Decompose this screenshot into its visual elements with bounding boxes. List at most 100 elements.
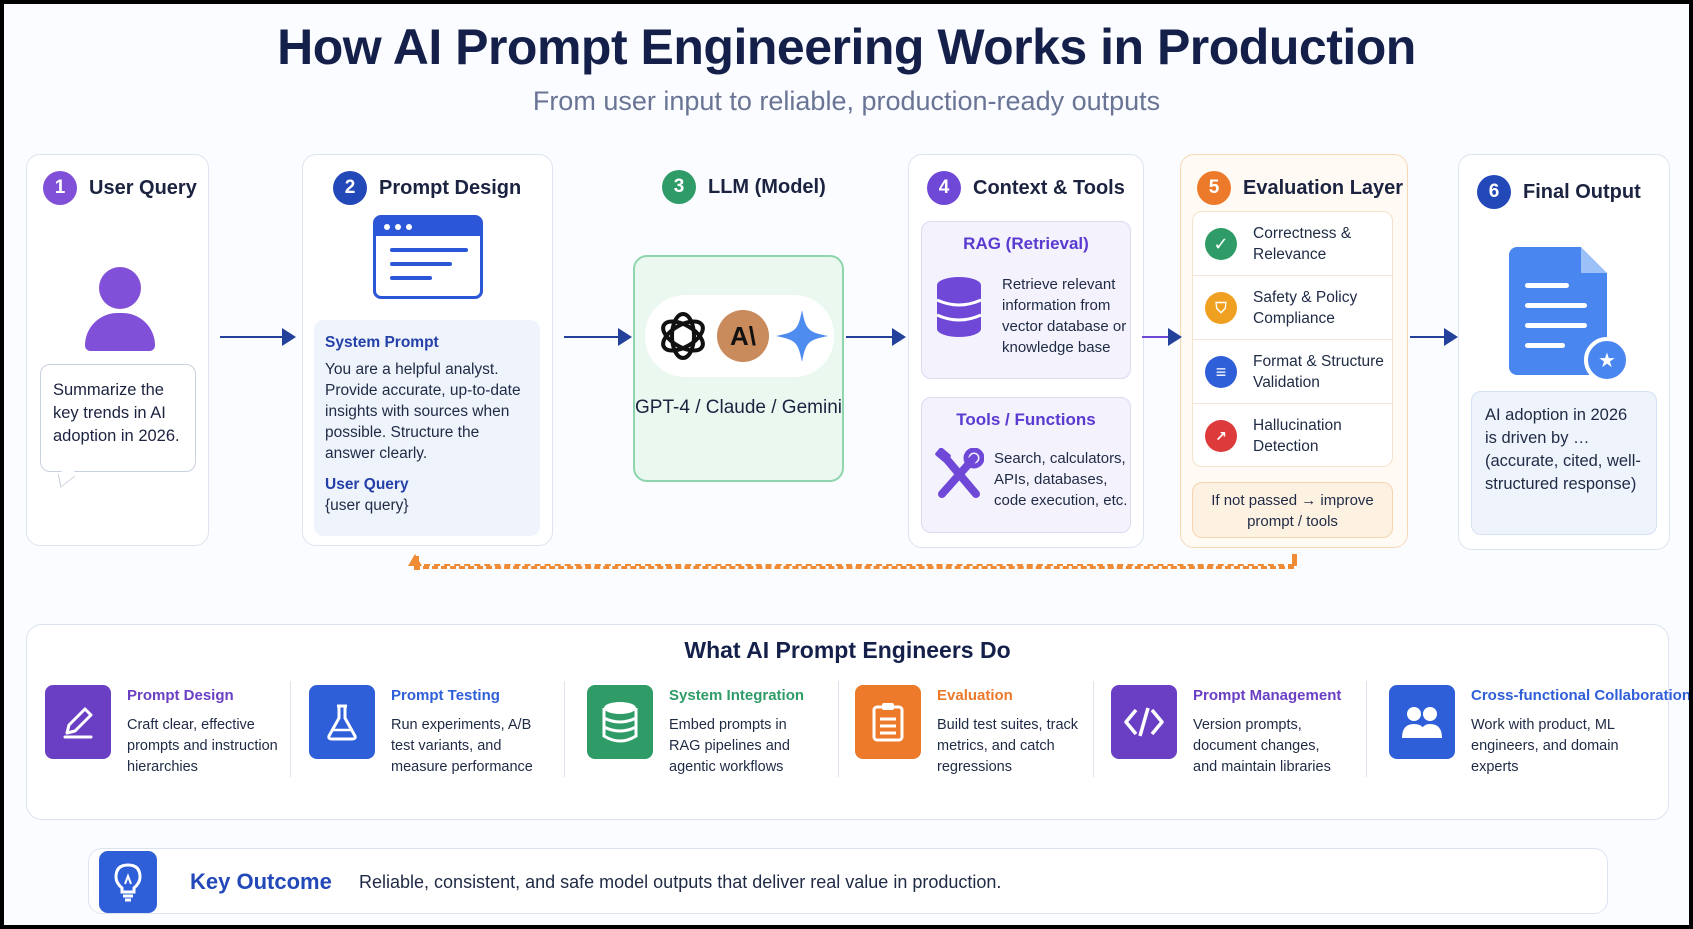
system-prompt-text: You are a helpful analyst. Provide accur…	[325, 361, 521, 462]
key-outcome-text: Reliable, consistent, and safe model out…	[359, 872, 1002, 892]
tools-description: Search, calculators, APIs, databases, co…	[994, 450, 1128, 509]
check-icon: ✓	[1205, 228, 1237, 260]
rag-description: Retrieve relevant information from vecto…	[1002, 276, 1127, 356]
database-icon	[587, 685, 653, 759]
step-title: Prompt Design	[379, 176, 522, 199]
role-description: Version prompts, document changes, and m…	[1193, 717, 1331, 775]
role-name: Cross-functional Collaboration	[1471, 687, 1689, 704]
role-prompt-management: Prompt Management Version prompts, docum…	[1111, 685, 1351, 795]
user-message-bubble: Summarize the key trends in AI adoption …	[40, 364, 196, 472]
step-title: Context & Tools	[973, 176, 1125, 199]
step-number-badge: 5	[1197, 171, 1231, 205]
star-badge-icon: ★	[1584, 337, 1630, 383]
evaluation-checks: ✓ Correctness & Relevance ⛉ Safety & Pol…	[1192, 211, 1393, 467]
system-prompt-panel: System Prompt You are a helpful analyst.…	[314, 320, 540, 536]
step-header: 1 User Query	[43, 171, 197, 205]
step-number-badge: 2	[333, 171, 367, 205]
browser-window-icon	[373, 215, 483, 299]
shield-icon: ⛉	[1205, 292, 1237, 324]
role-description: Craft clear, effective prompts and instr…	[127, 717, 278, 775]
role-name: Evaluation	[937, 687, 1013, 704]
anthropic-logo: A\	[717, 310, 769, 362]
step-final-output: 6 Final Output ★ AI adoption in 2026 is …	[1458, 154, 1670, 550]
eval-item-format: ≡ Format & Structure Validation	[1193, 340, 1392, 404]
role-description: Build test suites, track metrics, and ca…	[937, 717, 1079, 775]
key-outcome-banner: Key Outcome Reliable, consistent, and sa…	[88, 848, 1608, 914]
role-cross-functional-collaboration: Cross-functional Collaboration Work with…	[1389, 685, 1689, 795]
step-header: 2 Prompt Design	[333, 171, 521, 205]
step-title: Final Output	[1523, 180, 1641, 203]
step-evaluation-layer: 5 Evaluation Layer ✓ Correctness & Relev…	[1180, 154, 1408, 548]
rag-title: RAG (Retrieval)	[963, 234, 1089, 253]
eval-label: Safety & Policy Compliance	[1253, 289, 1358, 327]
role-name: Prompt Design	[127, 687, 234, 704]
page-title: How AI Prompt Engineering Works in Produ…	[277, 19, 1416, 75]
flow-arrow-5-6	[1410, 328, 1458, 346]
role-evaluation: Evaluation Build test suites, track metr…	[855, 685, 1095, 795]
role-description: Work with product, ML engineers, and dom…	[1471, 717, 1619, 775]
model-names: GPT-4 / Claude / Gemini	[635, 397, 842, 418]
database-icon	[936, 277, 982, 337]
step-user-query: 1 User Query Summarize the key trends in…	[26, 154, 209, 546]
step-number-badge: 6	[1477, 175, 1511, 209]
role-name: Prompt Testing	[391, 687, 500, 704]
eval-item-safety: ⛉ Safety & Policy Compliance	[1193, 276, 1392, 340]
flow-arrow-3-4	[846, 328, 906, 346]
key-outcome-label: Key Outcome	[190, 869, 332, 894]
fallback-note: If not passed → improve prompt / tools	[1192, 482, 1393, 538]
diagram-page: How AI Prompt Engineering Works in Produ…	[4, 4, 1689, 925]
pencil-icon	[45, 685, 111, 759]
step-number-badge: 4	[927, 171, 961, 205]
eval-item-hallucination: ↗ Hallucination Detection	[1193, 404, 1392, 468]
eval-item-correctness: ✓ Correctness & Relevance	[1193, 212, 1392, 276]
step-header: 4 Context & Tools	[927, 171, 1125, 205]
feedback-loop-line	[414, 564, 1294, 569]
step-context-tools: 4 Context & Tools RAG (Retrieval) Retrie…	[908, 154, 1144, 548]
list-icon: ≡	[1205, 356, 1237, 388]
openai-logo	[661, 312, 705, 360]
step-llm-model: A\ GPT-4 / Claude / Gemini	[633, 255, 844, 482]
step-header: 5 Evaluation Layer	[1197, 171, 1403, 205]
step-prompt-design: 2 Prompt Design System Prompt You are a …	[302, 154, 553, 546]
step-header: 6 Final Output	[1477, 175, 1641, 209]
users-icon	[1389, 685, 1455, 759]
chart-icon: ↗	[1205, 420, 1237, 452]
model-logos-svg: A\	[661, 310, 828, 362]
role-prompt-design: Prompt Design Craft clear, effective pro…	[45, 685, 285, 795]
system-prompt-label: System Prompt	[325, 334, 439, 351]
roles-panel: What AI Prompt Engineers Do Prompt Desig…	[26, 624, 1689, 820]
code-icon	[1111, 685, 1177, 759]
user-query-placeholder: {user query}	[325, 497, 409, 514]
role-description: Embed prompts in RAG pipelines and agent…	[669, 717, 790, 775]
eval-label: Hallucination Detection	[1253, 417, 1342, 455]
step-title: LLM (Model)	[708, 175, 826, 198]
flow-arrow-2-3	[564, 328, 632, 346]
step-title: User Query	[89, 176, 197, 199]
tools-title: Tools / Functions	[956, 410, 1096, 429]
role-name: System Integration	[669, 687, 805, 704]
rag-panel: RAG (Retrieval) Retrieve relevant inform…	[921, 221, 1131, 379]
gemini-logo	[776, 310, 828, 362]
tools-panel: Tools / Functions Search, calculators, A…	[921, 397, 1131, 533]
flow-arrow-4-5	[1142, 328, 1182, 346]
page-subtitle: From user input to reliable, production-…	[532, 86, 1161, 116]
flow-arrow-1-2	[220, 328, 296, 346]
lightbulb-icon	[99, 851, 157, 913]
eval-label: Correctness & Relevance	[1253, 225, 1352, 263]
eval-label: Format & Structure Validation	[1253, 353, 1384, 391]
role-name: Prompt Management	[1193, 687, 1342, 704]
role-description: Run experiments, A/B test variants, and …	[391, 717, 533, 775]
step-title: Evaluation Layer	[1243, 176, 1404, 199]
user-query-label: User Query	[325, 476, 409, 493]
flask-icon	[309, 685, 375, 759]
clipboard-icon	[855, 685, 921, 759]
svg-text:A\: A\	[730, 321, 756, 351]
role-system-integration: System Integration Embed prompts in RAG …	[587, 685, 827, 795]
step-number-badge: 3	[662, 170, 696, 204]
step-number-badge: 1	[43, 171, 77, 205]
feedback-arrow-head	[408, 554, 422, 566]
role-prompt-testing: Prompt Testing Run experiments, A/B test…	[309, 685, 549, 795]
model-logos: A\	[645, 295, 834, 377]
tools-icon	[935, 448, 984, 498]
final-output-text: AI adoption in 2026 is driven by … (accu…	[1471, 391, 1657, 535]
